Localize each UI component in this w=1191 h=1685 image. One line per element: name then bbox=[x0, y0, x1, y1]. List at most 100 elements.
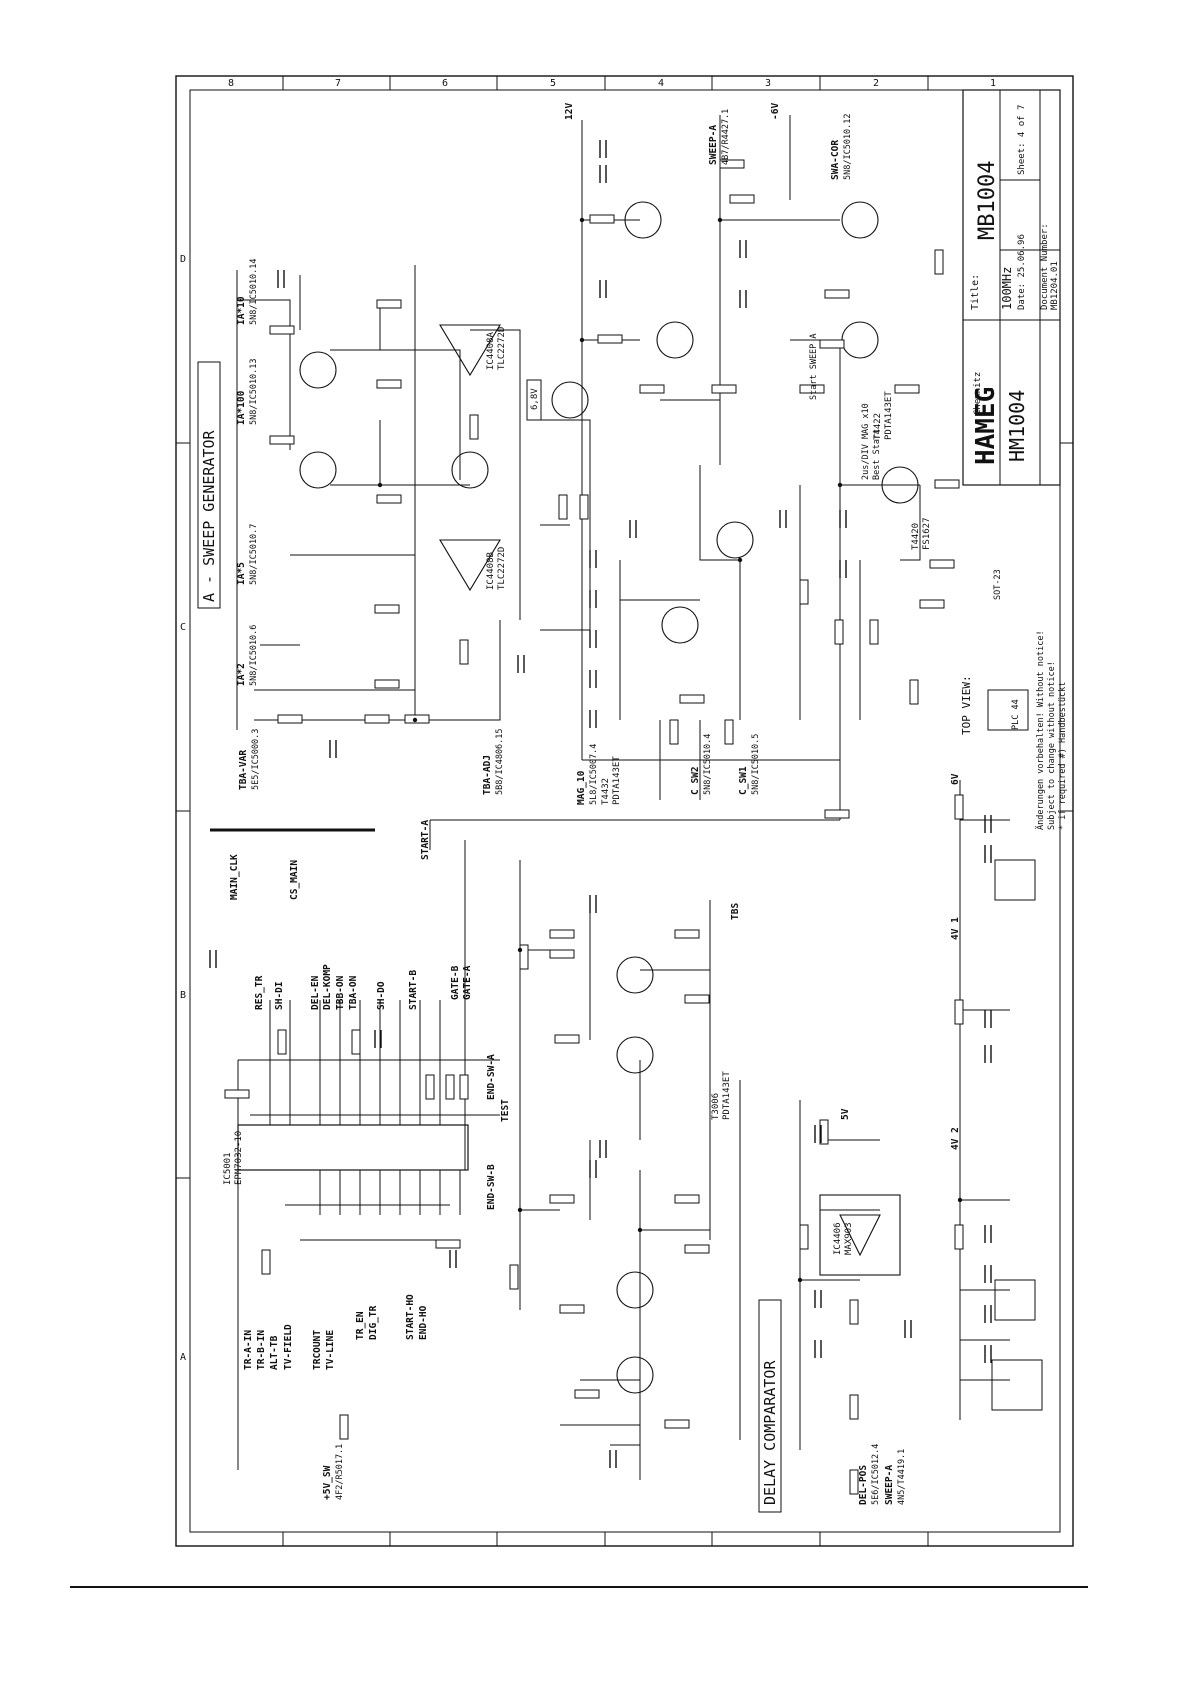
notice-line-3: * if required #) Handbestückt bbox=[1058, 682, 1068, 830]
label-ic4408b: IC4408B bbox=[486, 552, 496, 590]
label-alt-tb: ALT-TB bbox=[269, 1335, 280, 1370]
label-tbs: TBS bbox=[730, 903, 741, 920]
label-sh-di: SH-DI bbox=[274, 981, 285, 1010]
resistor-r4114 bbox=[435, 1239, 461, 1249]
label-del-pos-ref: 5E6/IC5012.4 bbox=[871, 1444, 881, 1505]
opamp-ic4408a bbox=[439, 324, 501, 377]
resistor-r4470 bbox=[269, 435, 295, 445]
resistor-r4462 bbox=[469, 414, 479, 440]
resistor-r4423 bbox=[799, 1224, 809, 1250]
label-6v: 6V bbox=[950, 773, 961, 785]
title-block: HAMEG HM1004 Chemnitz Title: MB1004 100M… bbox=[962, 89, 1061, 486]
resistor-r4401 bbox=[674, 1194, 700, 1204]
grid-row-b: B bbox=[180, 990, 186, 1001]
label-gate-a: GATE-A bbox=[462, 965, 473, 1000]
label-del-pos: DEL-POS bbox=[858, 1465, 869, 1505]
transistor-t4419 bbox=[624, 201, 662, 239]
resistor-r4400 bbox=[679, 694, 705, 704]
label-tba-var: TBA-VAR bbox=[238, 750, 249, 790]
notice-line-2: Subject to change without notice! bbox=[1047, 661, 1057, 830]
resistor-r4489 bbox=[834, 619, 844, 645]
label-tba-adj-ref: 5B8/IC4806.15 bbox=[495, 728, 505, 795]
label-ic4406: IC4406 bbox=[833, 1222, 843, 1255]
resistor-r4468 bbox=[374, 604, 400, 614]
resistor-r3197 bbox=[277, 1029, 287, 1055]
resistor-r4451 bbox=[849, 1394, 859, 1420]
resistor-r4490 bbox=[869, 619, 879, 645]
title-value: MB1004 bbox=[975, 161, 1000, 240]
resistor-r4447 bbox=[459, 1074, 469, 1100]
net-labels: TBA-VAR 5E5/IC5000.3 TBA-ADJ 5B8/IC4806.… bbox=[223, 103, 1021, 1505]
resistor-r4461 bbox=[819, 1119, 829, 1145]
outer-frame bbox=[175, 75, 1074, 1547]
label-start-a: START-A bbox=[420, 820, 431, 860]
label-trcount: TRCOUNT bbox=[312, 1330, 323, 1370]
resistor-r4483 bbox=[711, 384, 737, 394]
subtitle-label: 100MHz bbox=[1000, 267, 1014, 310]
label-pdta143et-2: PDTA143ET bbox=[612, 756, 622, 805]
label-tv-line: TV-LINE bbox=[325, 1330, 336, 1370]
resistor-r4465 bbox=[376, 379, 402, 389]
notice-line-1: Änderungen vorbehalten! Without notice! bbox=[1035, 630, 1046, 830]
resistor-r4504 bbox=[954, 794, 964, 820]
bottom-rule bbox=[70, 1586, 1088, 1588]
resistor-r4446 bbox=[574, 1389, 600, 1399]
label-5v-sw-left: +5V_SW bbox=[322, 1465, 333, 1500]
label-sot23: SOT-23 bbox=[993, 569, 1003, 600]
transistor-t4425 bbox=[299, 351, 337, 389]
delay-comparator-title: DELAY COMPARATOR bbox=[761, 1360, 779, 1505]
transistors bbox=[299, 201, 919, 1394]
label-6-8v: 6,8V bbox=[530, 388, 540, 410]
label-ia-100: IA*100 bbox=[236, 390, 247, 425]
ic5001-small bbox=[991, 1359, 1043, 1411]
resistors bbox=[224, 159, 964, 1495]
grid-col-5: 5 bbox=[550, 78, 556, 89]
label-c-sw2: C_SW2 bbox=[690, 766, 701, 795]
resistor-r4406 bbox=[519, 944, 529, 970]
label-tr-en: TR_EN bbox=[355, 1311, 366, 1340]
resistor-r4497 bbox=[674, 929, 700, 939]
transistor-t4417 bbox=[551, 381, 589, 419]
label-main-clk: MAIN_CLK bbox=[229, 854, 240, 900]
grid-row-d: D bbox=[180, 254, 186, 265]
resistor-r4487 bbox=[724, 719, 734, 745]
label-swa-cor-ref: 5N8/IC5010.12 bbox=[843, 113, 853, 180]
label-epm7032: EPM7032-10 bbox=[234, 1131, 244, 1185]
title-label: Title: bbox=[970, 274, 981, 310]
resistor-r4115 bbox=[339, 1414, 349, 1440]
frame-ticks bbox=[176, 76, 1073, 1546]
resistor-r4511 bbox=[894, 384, 920, 394]
resistor-r4486 bbox=[554, 1034, 580, 1044]
resistor-r2021 bbox=[224, 1089, 250, 1099]
resistor-r4458 bbox=[364, 714, 390, 724]
label-tlc2272d-a: TLC2272D bbox=[497, 327, 507, 370]
sweep-generator-box: A - SWEEP GENERATOR bbox=[197, 361, 221, 609]
resistor-r4484 bbox=[639, 384, 665, 394]
resistor-r4494 bbox=[729, 194, 755, 204]
label-plc44: PLC 44 bbox=[1011, 699, 1021, 730]
label-res-tr: RES_TR bbox=[254, 975, 265, 1010]
resistor-r4501 bbox=[684, 994, 710, 1004]
sheet-label: Sheet: 4 of 7 bbox=[1017, 105, 1027, 175]
resistor-r4064 bbox=[425, 1074, 435, 1100]
transistor-t4418 bbox=[656, 321, 694, 359]
zener-label-box bbox=[526, 379, 542, 421]
label-ia-100-ref: 5N8/IC5010.13 bbox=[249, 358, 259, 425]
label-cs-main: CS_MAIN bbox=[289, 860, 300, 900]
resistor-r4466 bbox=[376, 494, 402, 504]
grid-col-6: 6 bbox=[442, 78, 448, 89]
resistor-r4407 bbox=[934, 249, 944, 275]
resistor-r4475 bbox=[799, 579, 809, 605]
label-best-start: Best Start bbox=[872, 429, 882, 480]
resistor-r5017 bbox=[954, 1224, 964, 1250]
resistor-r4493 bbox=[719, 159, 745, 169]
label-tba-adj: TBA-ADJ bbox=[482, 755, 493, 795]
resistor-r4485 bbox=[929, 559, 955, 569]
label-t3006: T3006 bbox=[711, 1093, 721, 1120]
label-end-ho: END-HO bbox=[418, 1305, 429, 1340]
label-start-sweep-a: Start SWEEP A bbox=[809, 333, 819, 400]
grid-col-2: 2 bbox=[873, 78, 879, 89]
resistor-r4509 bbox=[819, 339, 845, 349]
city-label: Chemnitz bbox=[973, 372, 983, 415]
